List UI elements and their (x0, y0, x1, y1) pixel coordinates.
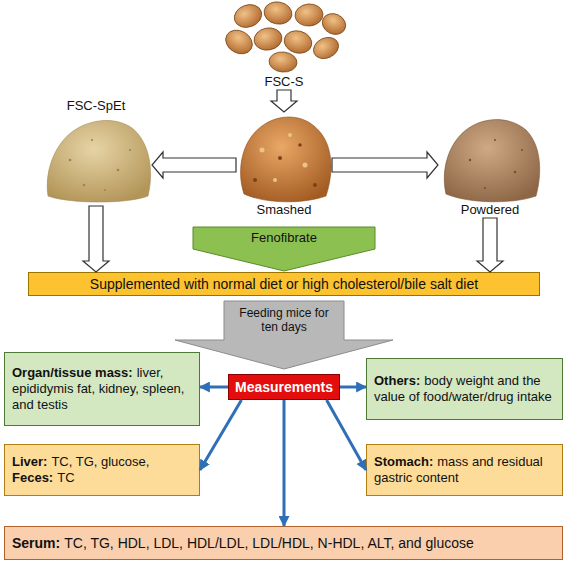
speck (494, 139, 496, 141)
label-holder: FSC-S (222, 74, 346, 90)
box-heading: Liver: (12, 454, 47, 469)
extract-photo (47, 121, 150, 203)
photo-label: Powdered (438, 202, 542, 218)
arrow-label: Feeding mice for ten days (239, 306, 329, 334)
speckles (69, 139, 131, 191)
granule (260, 148, 265, 153)
box-body: TC, TG, glucose, (51, 454, 149, 469)
text-holder: Stomach:mass and residual gastric conten… (374, 454, 555, 486)
bean (262, 0, 293, 26)
photo-label: FSC-SpEt (40, 98, 152, 114)
speck (91, 139, 93, 141)
smashed-photo (241, 117, 331, 202)
granule-mound (241, 117, 331, 202)
bean (252, 26, 283, 53)
bean (268, 51, 298, 73)
speckles (469, 139, 523, 189)
text-holder: Organ/tissue mass:liver, epididymis fat,… (12, 365, 192, 413)
speck (104, 189, 106, 191)
hollow-arrow (477, 218, 503, 272)
label-holder: Smashed (236, 202, 332, 218)
band-label: Supplemented with normal diet or high ch… (90, 276, 478, 292)
feeding-arrow: Feeding mice for ten days (174, 300, 394, 370)
bean (310, 33, 342, 62)
text-holder: Others:body weight and the value of food… (374, 373, 555, 405)
arrow-outline (175, 301, 393, 369)
granule (288, 133, 292, 137)
box-heading: Feces: (12, 470, 53, 485)
speck (69, 159, 72, 162)
seed-photo-node: FSC-S (222, 2, 346, 90)
box-body: TC (57, 470, 74, 485)
stomach-box: Stomach:mass and residual gastric conten… (366, 444, 563, 496)
text-line: Stomach:mass and residual gastric conten… (374, 454, 555, 486)
organ-box: Organ/tissue mass:liver, epididymis fat,… (4, 352, 200, 426)
photo-label: Smashed (236, 202, 332, 218)
powder-mound (47, 121, 150, 203)
granule (273, 178, 277, 182)
hollow-arrow (332, 152, 438, 178)
extract-photo-node: FSC-SpEt (40, 98, 152, 206)
bean (221, 25, 256, 58)
text-line: Liver: TC, TG, glucose, (12, 454, 149, 470)
hollow-arrow (271, 90, 297, 112)
label-holder: Powdered (438, 202, 542, 218)
speck (117, 169, 120, 172)
speck (469, 159, 471, 161)
blue-arrow (340, 386, 366, 389)
box-heading: Others: (374, 373, 420, 388)
speck (484, 187, 486, 189)
text-line: Organ/tissue mass:liver, epididymis fat,… (12, 365, 192, 413)
blue-arrow (283, 400, 286, 526)
box-heading: Organ/tissue mass: (12, 365, 133, 380)
text-line: Serum:TC, TG, HDL, LDL, HDL/LDL, LDL/HDL… (12, 535, 474, 552)
granule (253, 178, 257, 182)
box-label: Measurements (235, 379, 333, 395)
text-holder: Liver: TC, TG, glucose,Feces: TC (12, 454, 149, 486)
text-line: Others:body weight and the value of food… (374, 373, 555, 405)
liver-box: Liver: TC, TG, glucose,Feces: TC (4, 444, 200, 496)
blue-arrow (327, 400, 366, 470)
speck (514, 171, 516, 173)
granule (298, 143, 302, 147)
granule (303, 163, 308, 168)
text-holder: Serum:TC, TG, HDL, LDL, HDL/LDL, LDL/HDL… (12, 535, 474, 552)
granules (253, 133, 317, 187)
serum-box: Serum:TC, TG, HDL, LDL, HDL/LDL, LDL/HDL… (4, 526, 563, 560)
seed-photo (221, 0, 349, 73)
bean (319, 10, 349, 38)
powder-photo (444, 120, 539, 202)
bean (294, 3, 324, 27)
arrow-label: Fenofibrate (192, 231, 376, 245)
photo-label: FSC-S (222, 74, 346, 90)
bean (282, 28, 315, 56)
text-holder: Fenofibrate (192, 231, 376, 245)
text-holder: Feeding mice for ten days (239, 306, 329, 334)
measurement-box: Measurements (228, 374, 340, 400)
blue-arrow (200, 400, 241, 470)
speck (129, 149, 131, 151)
box-heading: Stomach: (374, 454, 433, 469)
speck (83, 184, 85, 186)
bean (231, 1, 265, 31)
blue-arrow (200, 386, 228, 389)
arrow-outline (193, 227, 375, 271)
hollow-arrow (83, 206, 109, 272)
label-holder: FSC-SpEt (40, 98, 152, 114)
diet-band: Supplemented with normal diet or high ch… (28, 272, 540, 296)
smashed-photo-node: Smashed (236, 112, 332, 218)
powder-photo-node: Powdered (438, 112, 542, 218)
powder-mound (444, 120, 539, 202)
text-line: Feces: TC (12, 470, 149, 486)
speck (521, 149, 523, 151)
hollow-arrow (152, 152, 236, 178)
granule (313, 183, 317, 187)
drug-arrow: Fenofibrate (192, 226, 376, 272)
granule (278, 156, 282, 160)
others-box: Others:body weight and the value of food… (366, 358, 563, 420)
box-heading: Serum: (12, 535, 60, 551)
box-body: TC, TG, HDL, LDL, HDL/LDL, LDL/HDL, N-HD… (64, 535, 474, 551)
